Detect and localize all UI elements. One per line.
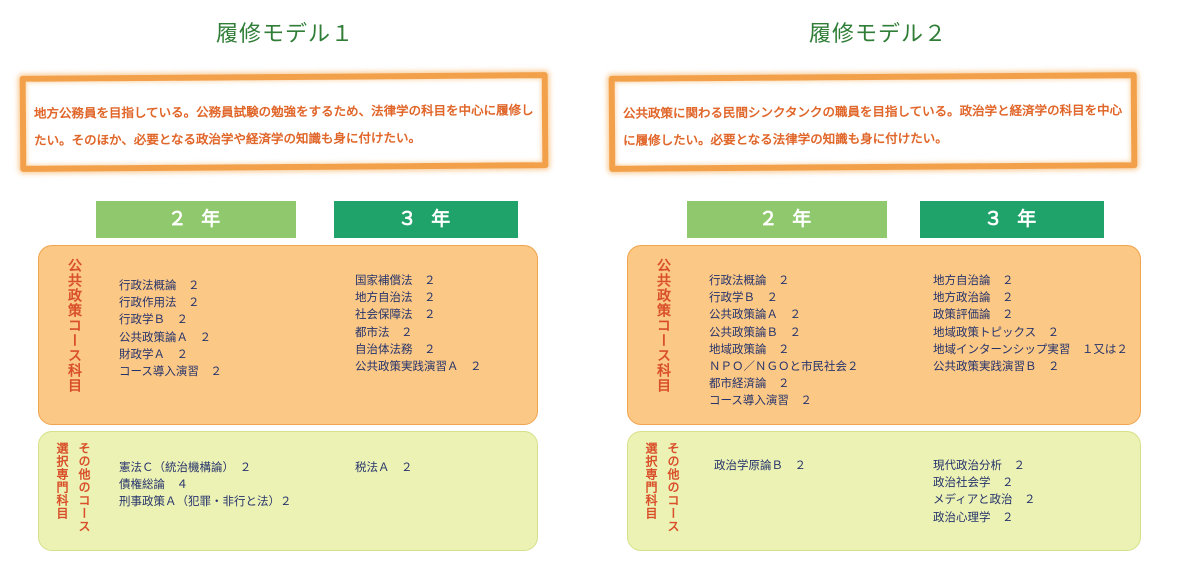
course-item: 行政法概論 ２	[119, 278, 200, 292]
year-3-course-list: 国家補償法 ２ 地方自治法 ２ 社会保障法 ２ 都市法 ２ 自治体法務 ２ 公共政策実践演…	[355, 272, 482, 375]
course-item: ＮＰＯ／ＮＧＯと市民社会２	[709, 359, 859, 374]
model-title: 履修モデル１	[216, 22, 355, 47]
description-text: 公共政策に関わる民間シンクタンクの職員を目指している。政治学と経済学の科目を中心…	[622, 102, 1123, 148]
course-item: 現代政治分析 ２	[933, 458, 1025, 472]
elective-label: 選択専門科目	[55, 442, 69, 520]
year-3-header: ３ 年	[334, 201, 518, 238]
year-2-course-list: 行政法概論 ２ 行政学Ｂ ２ 公共政策論Ａ ２ 公共政策論Ｂ ２ 地域政策論 ２ ＮＰＯ／…	[709, 272, 859, 410]
course-item: コース導入演習 ２	[709, 393, 812, 408]
year-3-course-list: 地方自治論 ２ 地方政治論 ２ 政策評価論 ２ 地域政策トピックス ２ 地域インターンシ…	[933, 272, 1128, 375]
course-item: 公共政策論Ａ ２	[119, 329, 211, 344]
description-box: 公共政策に関わる民間シンクタンクの職員を目指している。政治学と経済学の科目を中心…	[608, 72, 1138, 172]
year-2-course-list: 行政法概論 ２ 行政作用法 ２ 行政学Ｂ ２ 公共政策論Ａ ２ 財政学Ａ ２ コース導入演…	[119, 277, 222, 380]
course-item: メディアと政治 ２	[933, 492, 1036, 507]
year-2-course-list: 政治学原論Ｂ ２	[714, 457, 806, 474]
public-policy-course-panel: 公共政策コース科目 行政法概論 ２ 行政学Ｂ ２ 公共政策論Ａ ２ 公共政策論Ｂ ２ 地…	[627, 245, 1141, 425]
course-item: 地域インターンシップ実習 １又は２	[933, 341, 1128, 356]
course-item: 都市法 ２	[355, 324, 413, 339]
description-text: 地方公務員を目指している。公務員試験の勉強をするため、法律学の科目を中心に履修し…	[33, 102, 534, 148]
year-3-course-list: 現代政治分析 ２ 政治社会学 ２ メディアと政治 ２ 政治心理学 ２	[933, 457, 1035, 526]
course-item: 国家補償法 ２	[355, 273, 436, 287]
year-3-header: ３ 年	[920, 201, 1104, 238]
course-item: 行政作用法 ２	[119, 295, 200, 310]
course-item: 都市経済論 ２	[709, 376, 790, 391]
course-item: 政治心理学 ２	[933, 509, 1014, 524]
year-3-course-list: 税法Ａ ２	[355, 459, 413, 476]
course-item: 地域政策論 ２	[709, 341, 790, 356]
course-item: 地方自治法 ２	[355, 290, 436, 305]
course-item: 地域政策トピックス ２	[933, 324, 1060, 339]
year-2-header: ２ 年	[96, 201, 296, 238]
model-2-section: 履修モデル２ 公共政策に関わる民間シンクタンクの職員を目指している。政治学と経済…	[599, 0, 1198, 576]
course-item: 地方政治論 ２	[933, 290, 1014, 305]
public-policy-course-label: 公共政策コース科目	[655, 258, 671, 393]
course-item: コース導入演習 ２	[119, 364, 222, 379]
elective-other-course-panel: 選択専門科目 その他のコース 憲法Ｃ（統治機構論） ２ 債権総論 ４ 刑事政策Ａ（犯…	[38, 431, 538, 551]
course-item: 社会保障法 ２	[355, 307, 436, 322]
year-2-course-list: 憲法Ｃ（統治機構論） ２ 債権総論 ４ 刑事政策Ａ（犯罪・非行と法）２	[119, 459, 292, 511]
course-item: 公共政策実践演習Ａ ２	[355, 359, 482, 374]
course-item: 憲法Ｃ（統治機構論） ２	[119, 460, 252, 474]
course-item: 政治学原論Ｂ ２	[714, 458, 806, 472]
public-policy-course-panel: 公共政策コース科目 行政法概論 ２ 行政作用法 ２ 行政学Ｂ ２ 公共政策論Ａ ２ 財政…	[38, 245, 538, 425]
course-item: 政治社会学 ２	[933, 475, 1014, 490]
other-course-label: その他のコース	[77, 442, 91, 533]
course-item: 税法Ａ ２	[355, 460, 413, 474]
other-course-label: その他のコース	[666, 442, 680, 533]
course-item: 公共政策実践演習Ｂ ２	[933, 359, 1060, 374]
course-item: 公共政策論Ｂ ２	[709, 324, 801, 339]
course-item: 自治体法務 ２	[355, 341, 436, 356]
year-2-header: ２ 年	[687, 201, 887, 238]
public-policy-course-label: 公共政策コース科目	[66, 258, 82, 393]
course-item: 公共政策論Ａ ２	[709, 307, 801, 322]
description-box: 地方公務員を目指している。公務員試験の勉強をするため、法律学の科目を中心に履修し…	[19, 72, 549, 172]
elective-label: 選択専門科目	[644, 442, 658, 520]
course-item: 債権総論 ４	[119, 477, 188, 492]
course-item: 刑事政策Ａ（犯罪・非行と法）２	[119, 494, 292, 509]
course-item: 財政学Ａ ２	[119, 346, 188, 361]
elective-other-course-panel: 選択専門科目 その他のコース 政治学原論Ｂ ２ 現代政治分析 ２ 政治社会学 ２ メ…	[627, 431, 1141, 551]
model-title: 履修モデル２	[809, 22, 948, 47]
course-item: 地方自治論 ２	[933, 273, 1014, 287]
course-item: 行政学Ｂ ２	[119, 312, 188, 327]
model-1-section: 履修モデル１ 地方公務員を目指している。公務員試験の勉強をするため、法律学の科目…	[19, 22, 549, 551]
course-item: 政策評価論 ２	[933, 307, 1014, 322]
course-item: 行政学Ｂ ２	[709, 290, 778, 305]
course-item: 行政法概論 ２	[709, 273, 790, 287]
